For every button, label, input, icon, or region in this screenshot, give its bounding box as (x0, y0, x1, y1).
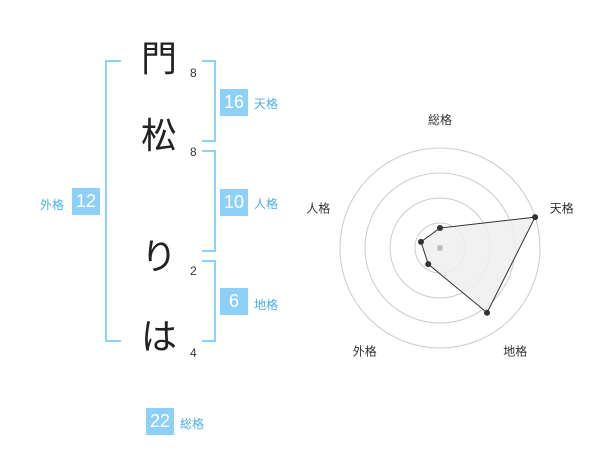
soukaku-score: 22 (146, 408, 174, 435)
tenkaku-score: 16 (220, 89, 248, 116)
tenkaku-label: 天格 (254, 97, 279, 111)
radar-point (417, 238, 424, 245)
gaikaku-score: 12 (72, 188, 100, 215)
jinkaku-bracket (202, 150, 216, 252)
stroke-count-3: 2 (190, 264, 197, 278)
radar-point (437, 225, 443, 231)
gaikaku-label: 外格 (40, 198, 65, 212)
radar-point (425, 261, 432, 268)
stroke-count-1: 8 (190, 66, 197, 80)
tenkaku-bracket (202, 60, 216, 142)
jinkaku-label: 人格 (254, 197, 279, 211)
soukaku-label: 総格 (180, 417, 205, 431)
name-char-3: り (141, 237, 178, 278)
radar-axis-label: 天格 (550, 200, 574, 215)
jinkaku-score: 10 (220, 189, 248, 216)
chikaku-score: 6 (220, 288, 248, 315)
name-char-4: は (141, 317, 178, 358)
chikaku-bracket (202, 260, 216, 342)
radar-axis-label: 地格 (503, 344, 527, 359)
gaikaku-bracket (105, 60, 121, 342)
chikaku-label: 地格 (254, 298, 279, 312)
radar-ring (339, 147, 541, 349)
radar-axis-label: 人格 (306, 200, 330, 215)
stroke-count-4: 4 (190, 346, 197, 360)
radar-area (420, 216, 536, 314)
radar-axis-label: 総格 (428, 112, 452, 127)
name-char-1: 門 (141, 39, 178, 80)
stroke-count-2: 8 (190, 145, 197, 159)
radar-point (484, 309, 491, 316)
radar-point (532, 214, 539, 221)
radar-center (437, 245, 443, 251)
radar-axis-label: 外格 (353, 344, 377, 359)
name-char-2: 松 (141, 116, 178, 157)
